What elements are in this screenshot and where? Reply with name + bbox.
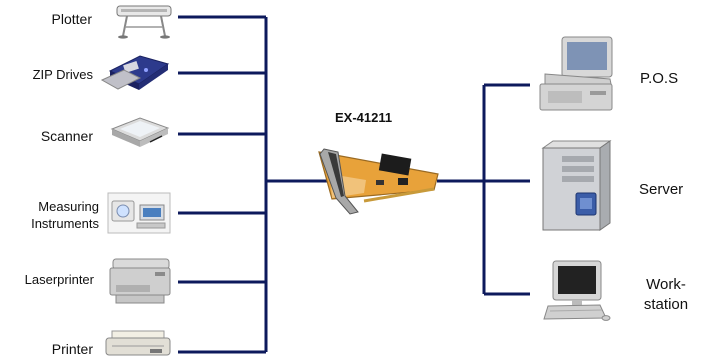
measuring-instruments-label-line1: Measuring [0, 199, 99, 215]
workstation-icon [544, 261, 610, 320]
server-tower-icon [543, 141, 610, 230]
scanner-icon [112, 118, 168, 147]
pos-label: P.O.S [640, 70, 678, 88]
zip-drive-icon [102, 56, 168, 90]
laserprinter-label: Laserprinter [0, 272, 94, 288]
plotter-icon [117, 6, 171, 39]
workstation-label-line2: station [636, 296, 696, 314]
server-label: Server [639, 181, 683, 199]
laser-printer-icon [110, 259, 170, 303]
workstation-label-line1: Work- [636, 276, 696, 294]
card-label: EX-41211 [335, 109, 392, 126]
printer-label: Printer [0, 341, 93, 358]
dot-matrix-printer-icon [106, 331, 170, 355]
plotter-label: Plotter [0, 11, 92, 28]
measuring-instruments-label-line2: Instruments [0, 216, 99, 232]
zip-drives-label: ZIP Drives [0, 67, 93, 83]
pos-terminal-icon [540, 37, 612, 110]
expansion-card-icon [319, 149, 438, 214]
scanner-label: Scanner [0, 128, 93, 145]
measuring-instruments-icon [108, 193, 170, 233]
